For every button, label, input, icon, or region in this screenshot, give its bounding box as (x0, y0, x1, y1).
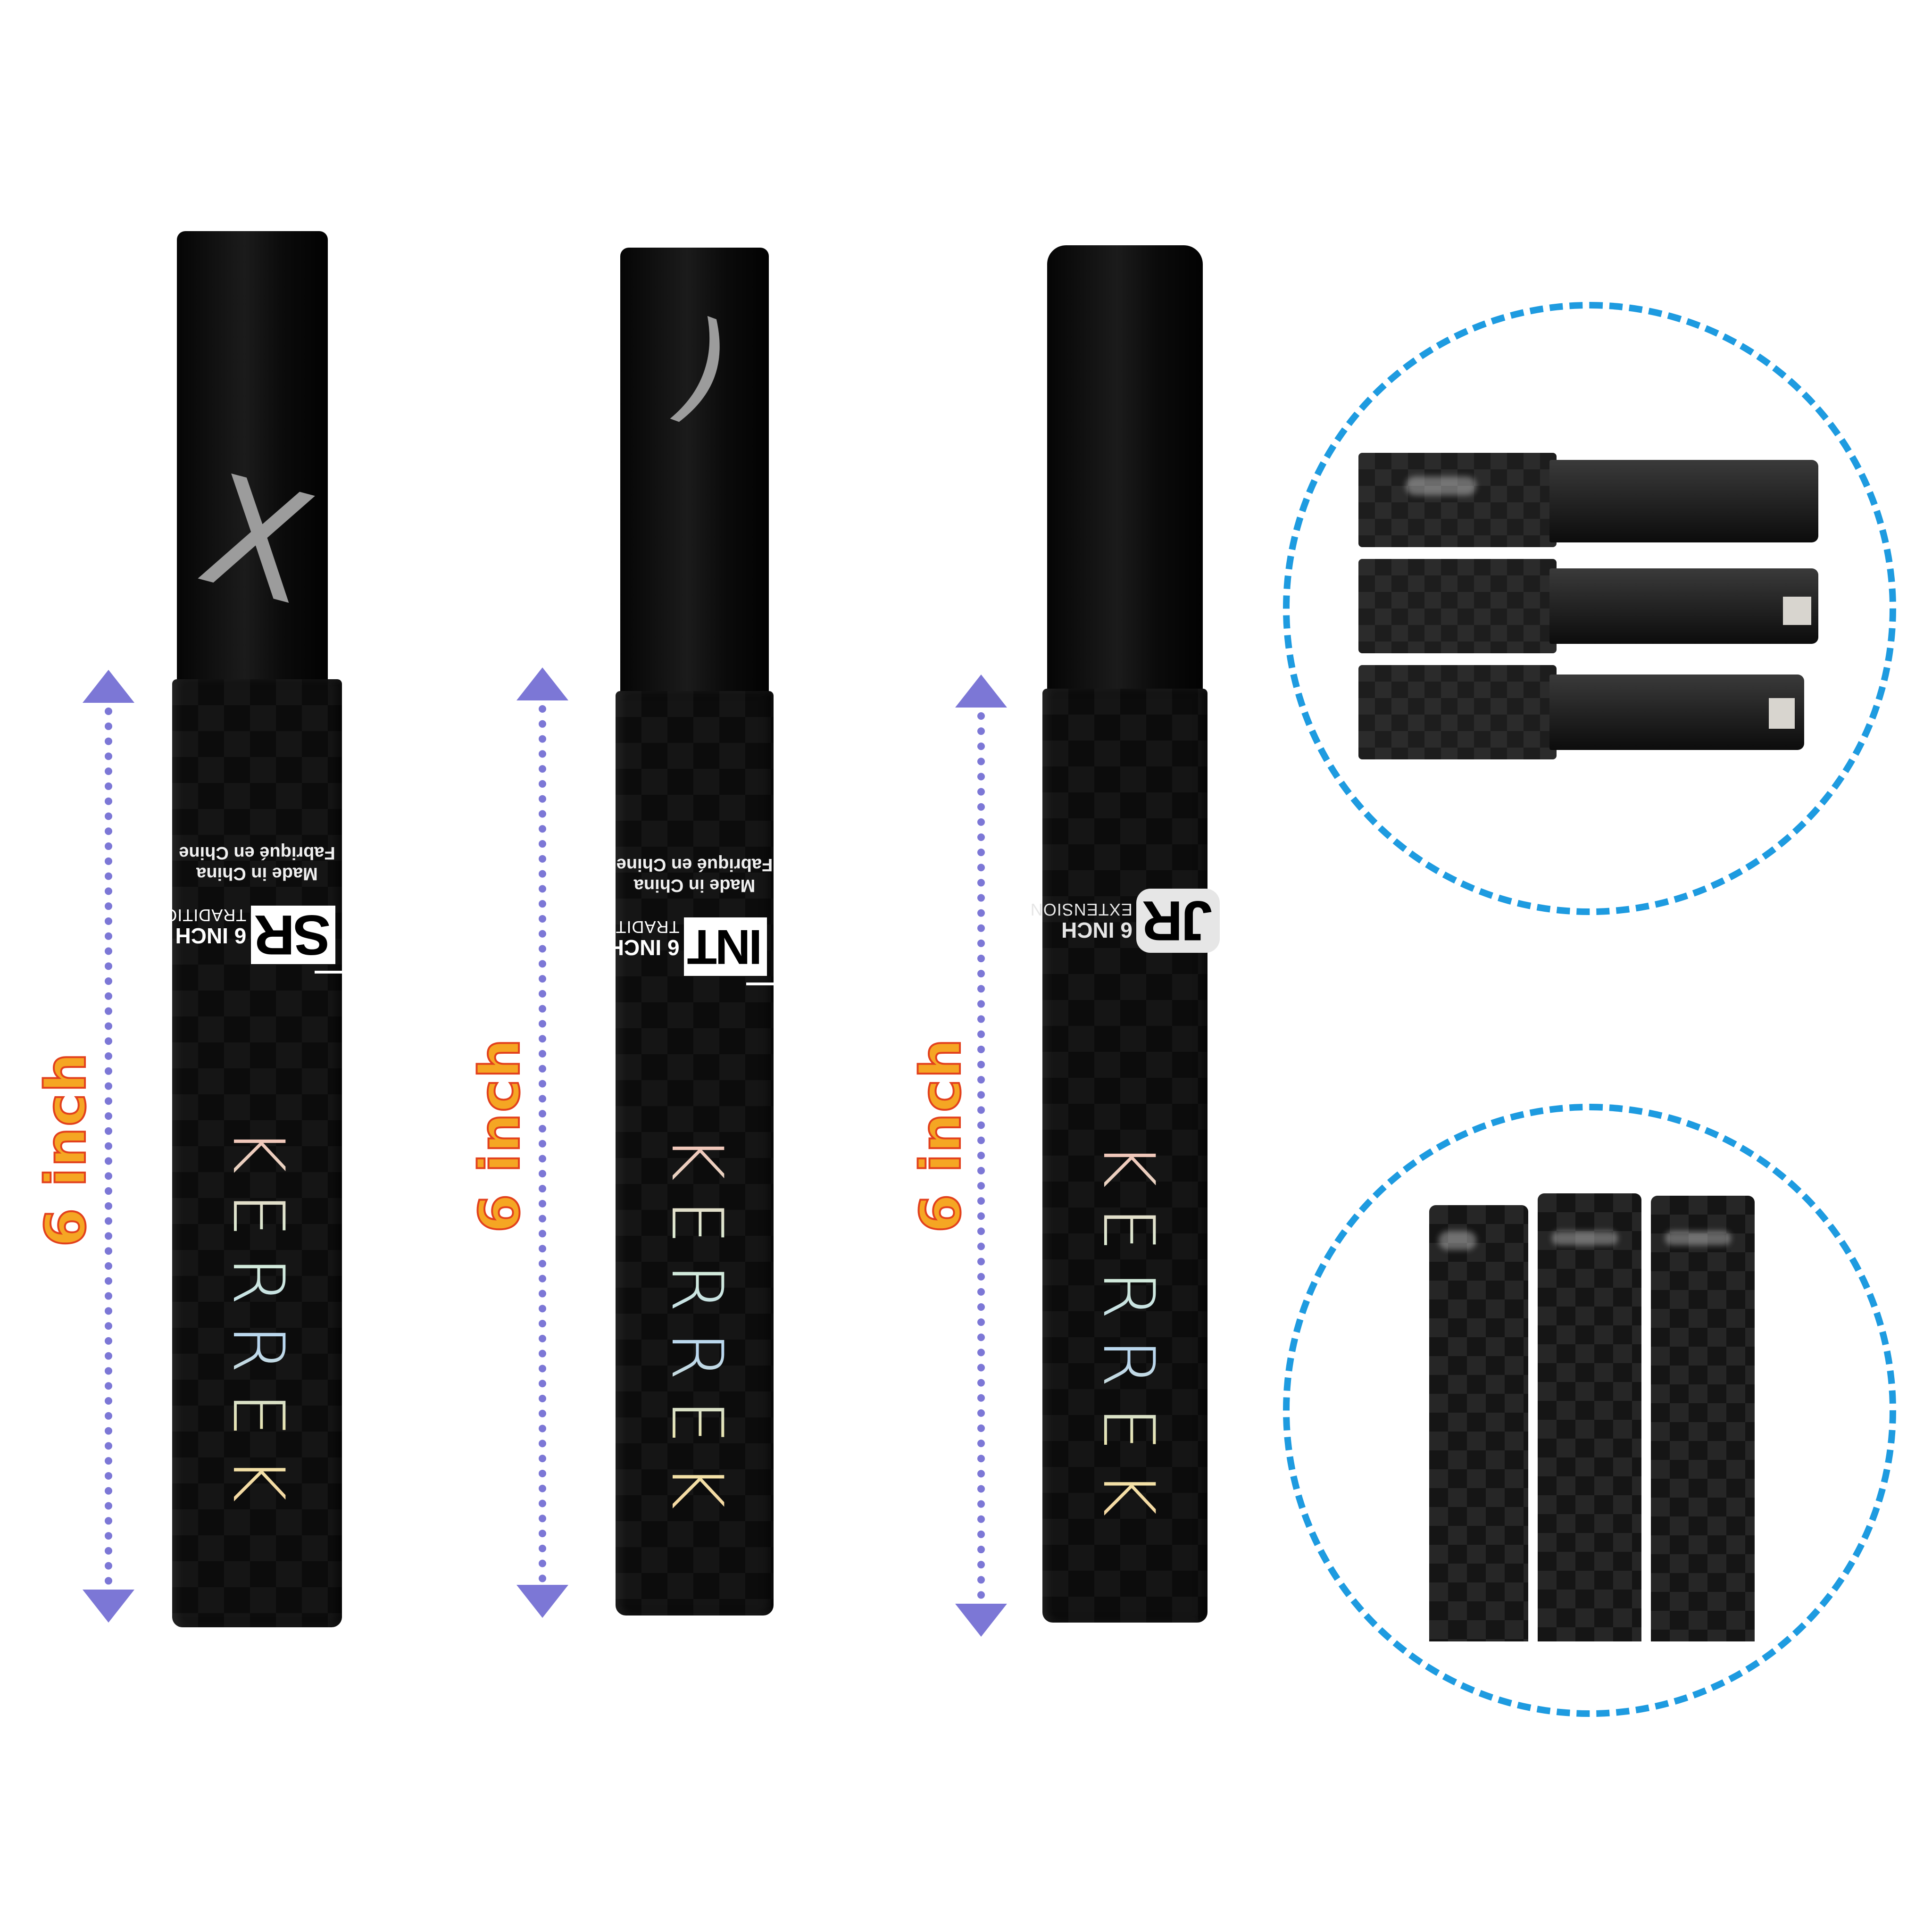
arrow-2-head-down (516, 1585, 568, 1618)
jr-logo: JR (1136, 889, 1220, 953)
stick-int-top (620, 248, 769, 700)
shaft-2 (1538, 1193, 1641, 1641)
int-made-in-fr: Fabriqué en Chine (616, 855, 773, 874)
stick-jr-label: JR 6 INCH EXTENSION (1030, 802, 1220, 953)
shaft-gloss-1 (1439, 1231, 1476, 1250)
arrow-2-head-up (516, 667, 568, 700)
arrow-1-head-up (83, 670, 134, 703)
sr-bracket (315, 942, 346, 974)
stick-sr-label: SR 6 INCH TRADITIONAL Made in China Fabr… (118, 722, 346, 974)
int-size: 6 INCH (608, 935, 680, 960)
jr-brand: KERREK (1087, 1141, 1169, 1535)
measure-label-2: 6 inch (466, 1037, 533, 1234)
arrow-3-line (977, 712, 985, 1599)
measure-label-1: 6 inch (32, 1051, 99, 1248)
shaft-gloss-2 (1552, 1231, 1618, 1245)
arrow-1-head-down (83, 1590, 134, 1623)
stick-jr-top (1047, 245, 1203, 712)
jr-style: EXTENSION (1030, 900, 1133, 919)
stick-int-body (616, 691, 774, 1616)
tip-end-1 (1549, 460, 1818, 542)
tip-row-2 (1358, 559, 1557, 653)
int-brand: KERREK (656, 1134, 738, 1528)
sr-size: 6 INCH (175, 924, 247, 948)
tip-end-2 (1549, 568, 1818, 644)
arrow-1-line (105, 708, 112, 1585)
stick-jr-body (1042, 689, 1208, 1623)
int-bracket (746, 954, 777, 985)
stick-int-label: INT 6 INCH TRADITIONAL Made in China Fab… (551, 733, 777, 985)
sr-made-in: Made in China (196, 864, 318, 883)
int-bracket-2 (551, 908, 583, 939)
shaft-3 (1651, 1196, 1755, 1641)
shaft-1 (1429, 1205, 1528, 1641)
shafts-closeup-photo (1429, 1193, 1755, 1641)
shaft-gloss-3 (1665, 1231, 1731, 1245)
tip-row-1 (1358, 453, 1557, 547)
tip-gloss (1406, 476, 1476, 495)
tip-end-3 (1549, 675, 1804, 750)
arrow-2-line (539, 705, 546, 1582)
arrow-3-head-down (955, 1604, 1007, 1637)
sr-made-in-fr: Fabriqué en Chine (179, 843, 335, 863)
sr-brand: KERREK (217, 1127, 299, 1521)
tip-end-3-patch (1769, 698, 1795, 729)
stick-int: ( INT 6 INCH TRADITIONAL Made in China F… (551, 248, 777, 1616)
jr-size: 6 INCH (1061, 918, 1133, 942)
stick-jr: JR 6 INCH EXTENSION KERREK (1030, 245, 1220, 1623)
int-made-in: Made in China (633, 875, 756, 895)
sr-bracket-2 (118, 896, 150, 927)
measure-label-3: 6 inch (907, 1037, 974, 1234)
arrow-3-head-up (955, 675, 1007, 708)
stick-sr-body (172, 679, 342, 1627)
stick-sr-top (177, 231, 328, 693)
tip-row-3 (1358, 665, 1557, 759)
stick-sr: X SR 6 INCH TRADITIONAL Made in China Fa… (118, 231, 346, 1627)
tip-end-2-patch (1783, 597, 1811, 625)
tips-closeup-photo (1358, 453, 1825, 774)
